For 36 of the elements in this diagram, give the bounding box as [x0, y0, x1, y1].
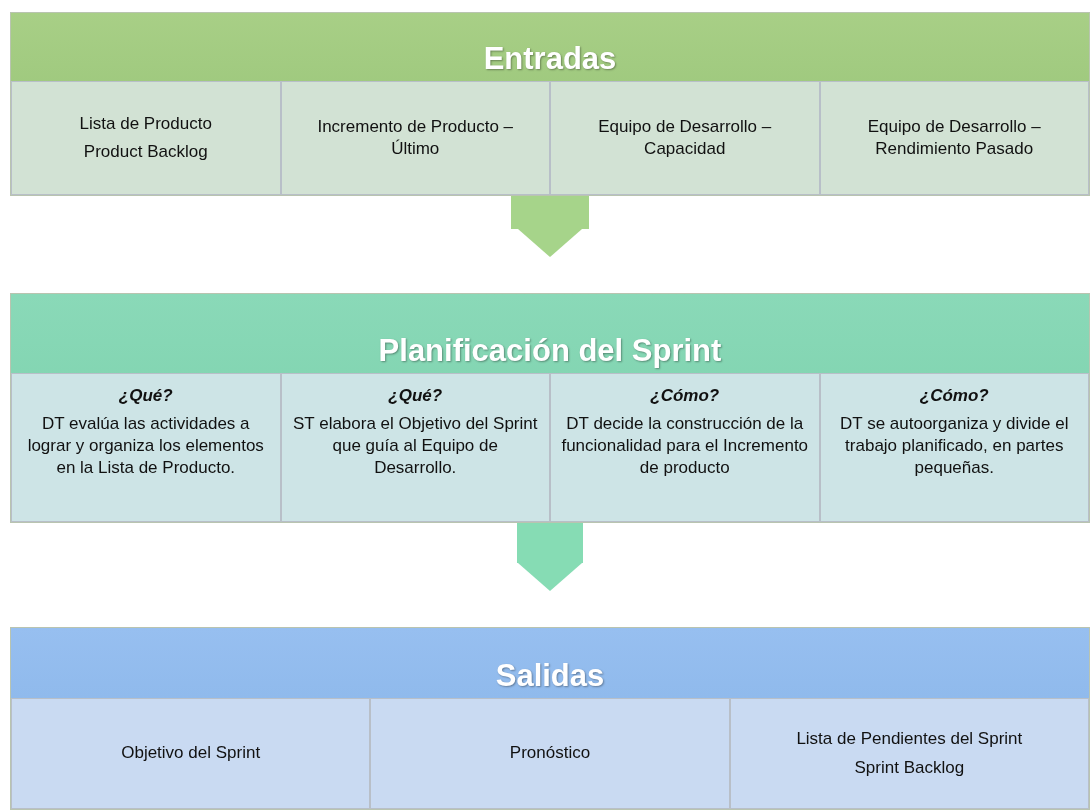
stage-cell: [11, 373, 281, 522]
cell-text: DT se autoorganiza y divide el trabajo planificado, en partes pequeñas.: [839, 413, 1070, 480]
cell-text: DT evalúa las actividades a lograr y organiza los elementos en la Lista de Producto.: [26, 413, 265, 480]
cell-text: DT decide la construcción de la funcionalidad para el Incremento de producto: [561, 413, 809, 480]
cell-text: Equipo de Desarrollo – Capacidad: [597, 115, 773, 160]
cell-text: Equipo de Desarrollo – Rendimiento Pasado: [866, 115, 1042, 160]
question-label: ¿Cómo?: [650, 385, 720, 407]
stage-band: [10, 12, 1090, 196]
stage-band: [10, 627, 1090, 810]
stage-cell: [370, 698, 730, 809]
cell-text: Pronóstico: [509, 742, 591, 765]
band-heading: Salidas: [494, 657, 606, 695]
stage-band: [10, 293, 1090, 523]
cell-text: Lista de Producto: [79, 112, 212, 135]
band-heading: Planificación del Sprint: [377, 332, 723, 370]
stage-cell: [280, 373, 550, 522]
block-arrow: [517, 523, 583, 592]
cell-text: Sprint Backlog: [854, 756, 965, 779]
stage-cell: [729, 698, 1089, 809]
cell-text: Incremento de Producto – Último: [316, 115, 515, 160]
stage-cell: [280, 81, 550, 195]
question-label: ¿Qué?: [388, 385, 443, 407]
stage-cell: [11, 698, 371, 809]
stage-cell: [819, 81, 1089, 195]
block-arrow: [511, 196, 589, 258]
cell-text: Product Backlog: [83, 141, 208, 163]
stage-cell: [819, 373, 1089, 522]
stage-cell: [550, 373, 820, 522]
question-label: ¿Cómo?: [919, 385, 989, 407]
question-label: ¿Qué?: [118, 385, 173, 407]
stage-cell: [550, 81, 820, 195]
cell-text: Objetivo del Sprint: [121, 742, 261, 765]
stage-cell: [11, 81, 281, 195]
cell-text: ST elabora el Objetivo del Sprint que guía al Equipo de Desarrollo.: [292, 413, 539, 480]
band-heading: Entradas: [482, 40, 618, 78]
cell-text: Lista de Pendientes del Sprint: [796, 728, 1023, 751]
